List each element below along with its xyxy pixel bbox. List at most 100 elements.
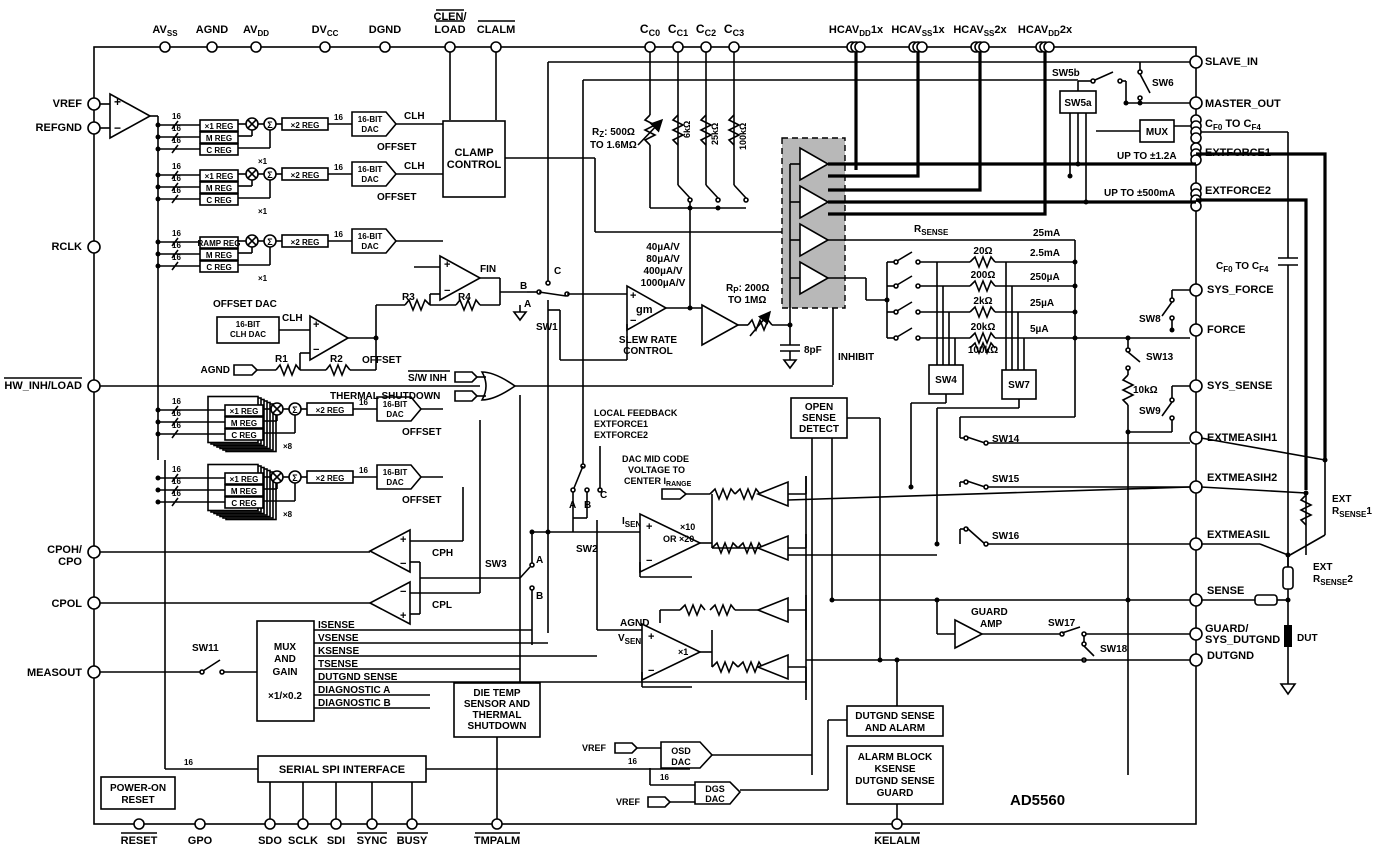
open-sense-detect: OPEN SENSE DETECT <box>790 397 881 775</box>
pin-sys-sense <box>1189 379 1203 393</box>
vref-dgs: VREF <box>616 797 641 807</box>
pin-clalm-label: CLALM <box>477 24 516 36</box>
dgs-dac-label-1: DGS <box>705 784 725 794</box>
bus-width: 16 <box>172 174 181 183</box>
svg-text:+: + <box>648 631 654 643</box>
up-to-500ma: UP TO ±500mA <box>1104 188 1175 199</box>
pin-measout-label: MEASOUT <box>27 667 82 679</box>
register-label: C REG <box>206 146 231 155</box>
pin-dutgnd-label: DUTGND <box>1207 650 1254 662</box>
high-current-paths: UP TO ±1.2A UP TO ±500mA <box>828 52 1327 490</box>
pin-agnd-label: AGND <box>196 24 228 36</box>
cph-label: CPH <box>432 548 453 559</box>
svg-text:−: − <box>313 344 319 356</box>
svg-text:−: − <box>648 665 654 677</box>
sw4-sw7: SW4 SW7 <box>910 364 1037 544</box>
dac-label: DAC <box>386 410 404 419</box>
cc-res-25k: 25kΩ <box>710 123 720 145</box>
register-label: M REG <box>206 134 232 143</box>
pin-sdo-label: SDO <box>258 835 282 847</box>
mux-gain-label-3: GAIN <box>273 667 298 678</box>
pin-sdi <box>330 818 342 830</box>
pin-refgnd <box>87 121 101 135</box>
pin-clen-label: CLEN/ <box>434 11 467 23</box>
open-sense-label-2: SENSE <box>802 413 836 424</box>
clh-dac-label-1: 16-BIT <box>236 320 261 329</box>
svg-text:−: − <box>646 555 652 567</box>
pin-tmpalm <box>491 818 503 830</box>
pin-cc1 <box>672 41 684 53</box>
rsense-value: 200Ω <box>971 270 996 281</box>
pin-sdi-label: SDI <box>327 835 345 847</box>
pin-sys-force <box>1189 283 1203 297</box>
svg-text:+: + <box>400 534 406 546</box>
pin-master-out <box>1189 96 1203 110</box>
x2-register-label: ×2 REG <box>316 406 345 415</box>
gm-rate-4: 1000µA/V <box>641 278 686 289</box>
ext-rsense2-label-1: EXT <box>1313 562 1332 573</box>
pin-kelalm <box>891 818 903 830</box>
bus-width: 16 <box>172 136 181 145</box>
clh-dac-label-2: CLH DAC <box>230 330 266 339</box>
register-label: ×1 REG <box>230 407 259 416</box>
clamp-control-block: CLAMP CONTROL <box>442 120 790 233</box>
osd-dac-label-1: OSD <box>671 746 691 756</box>
pin-cpol <box>87 596 101 610</box>
bus-width: 16 <box>172 112 181 121</box>
mux-input-label: VSENSE <box>318 633 359 644</box>
clamp-label-2: CONTROL <box>447 159 502 171</box>
mux-and-gain: MUX AND GAIN ×1/×0.2 SW11 <box>100 620 315 722</box>
osd-bus-16: 16 <box>628 757 637 766</box>
register-label: ×1 REG <box>205 172 234 181</box>
pin-clalm <box>490 41 502 53</box>
pin-vref-label: VREF <box>53 98 83 110</box>
pin-sdo <box>264 818 276 830</box>
dac-label: 16-BIT <box>358 115 383 124</box>
range-label: 5µA <box>1030 324 1049 335</box>
svg-text:−: − <box>400 558 406 570</box>
cf-mid-label: CF0 TO CF4 <box>1216 261 1269 274</box>
spi-bus-16: 16 <box>184 758 193 767</box>
sw3-a: A <box>536 555 543 566</box>
sense-amps: DAC MID CODE VOLTAGE TO CENTER IRANGE IS… <box>596 454 1191 700</box>
pin-hcavss2x <box>978 41 990 53</box>
svg-text:−: − <box>400 586 406 598</box>
alarm-blocks: DUTGND SENSE AND ALARM ALARM BLOCK KSENS… <box>740 705 944 819</box>
pin-gpo-label: GPO <box>188 835 213 847</box>
svg-text:+: + <box>313 319 319 331</box>
range-label: 25µA <box>1030 298 1054 309</box>
bus-width: 16 <box>172 421 181 430</box>
pin-agnd <box>206 41 218 53</box>
rsense-row: 100kΩ <box>968 340 998 356</box>
pin-extforce2 <box>1190 182 1202 212</box>
pin-gpo <box>194 818 206 830</box>
rsense-label: RSENSE <box>914 224 949 237</box>
pin-cc2 <box>700 41 712 53</box>
sw1-label: SW1 <box>536 322 558 333</box>
pin-extmeasil <box>1189 537 1203 551</box>
sw15-label: SW16 <box>992 531 1020 542</box>
sw5a-label: SW5a <box>1064 98 1092 109</box>
mux-input-label: DUTGND SENSE <box>318 672 398 683</box>
register-label: C REG <box>231 499 256 508</box>
clh-label: CLH <box>404 111 425 122</box>
por-label-2: RESET <box>121 795 154 806</box>
pin-hcavss1x-label: HCAVSS1x <box>891 24 945 38</box>
mux-input-label: DIAGNOSTIC B <box>318 698 391 709</box>
cf-capacitor: CF0 TO CF4 <box>1201 131 1298 567</box>
vsense-gain: ×1 <box>678 647 688 657</box>
pin-cc3 <box>728 41 740 53</box>
pin-extmeasil-label: EXTMEASIL <box>1207 529 1270 541</box>
svg-text:−: − <box>630 315 636 327</box>
external-components: EXT RSENSE1 EXT RSENSE2 DUT <box>1200 437 1372 696</box>
cap-label: 8pF <box>804 345 822 356</box>
pin-tmpalm-label: TMPALM <box>474 835 520 847</box>
sw18-label: SW18 <box>1100 644 1128 655</box>
sum-symbol: Σ <box>267 170 273 180</box>
bottom-pins: RESET GPO SDO SCLK SDI SYNC BUSY TMPALM … <box>121 818 920 847</box>
